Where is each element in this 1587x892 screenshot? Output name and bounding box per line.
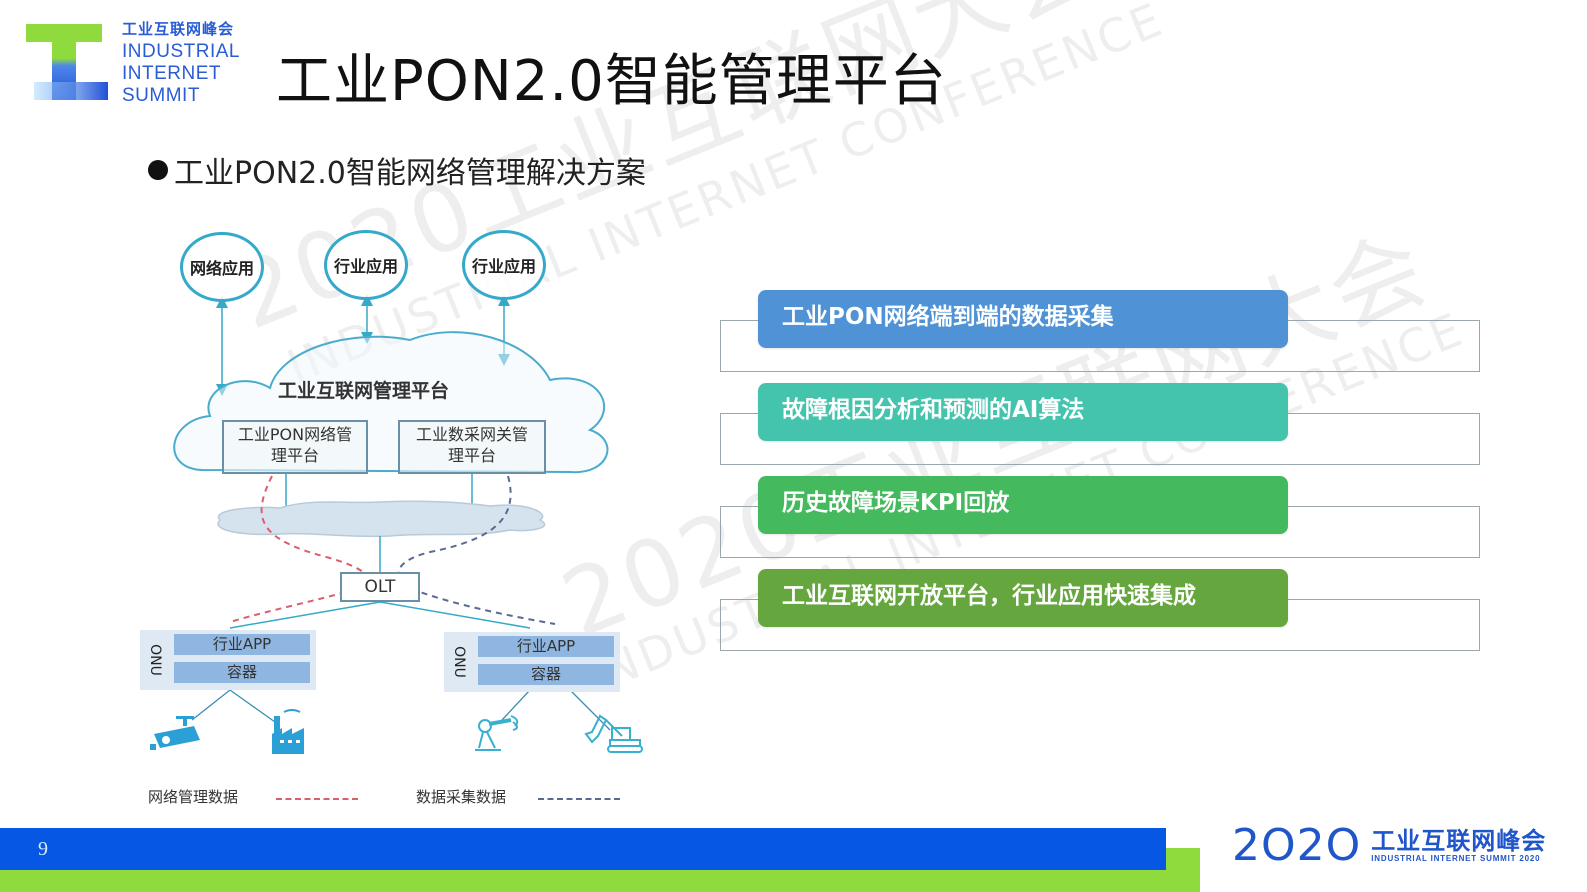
summit-logo: 工业互联网峰会 INDUSTRIAL INTERNET SUMMIT	[26, 20, 266, 110]
onu-right-label: ONU	[451, 646, 467, 678]
pon-platform-box: 工业PON网络管 理平台	[222, 420, 368, 474]
pon-platform-line1: 工业PON网络管	[237, 425, 353, 444]
onu-right-container: 容器	[478, 664, 614, 685]
logo-en-line-2: INTERNET	[122, 63, 221, 84]
legend-data-collection-line	[538, 798, 620, 800]
feature-item: 工业PON网络端到端的数据采集	[720, 290, 1480, 378]
cloud-title: 工业互联网管理平台	[278, 380, 450, 402]
legend-network-mgmt-label: 网络管理数据	[148, 788, 239, 806]
legend-data-collection-label: 数据采集数据	[416, 788, 507, 806]
logo-text: 工业互联网峰会 INDUSTRIAL INTERNET SUMMIT	[122, 22, 240, 107]
feature-pill-ai-algorithm: 故障根因分析和预测的AI算法	[758, 383, 1288, 441]
brand-text: 工业互联网峰会 INDUSTRIAL INTERNET SUMMIT 2020	[1371, 828, 1546, 863]
gateway-platform-line2: 理平台	[447, 446, 496, 465]
gateway-platform-box: 工业数采网关管 理平台	[398, 420, 546, 474]
subtitle-text: 工业PON2.0智能网络管理解决方案	[174, 156, 646, 191]
footer-green-bar	[0, 868, 1200, 892]
olt-box: OLT	[340, 572, 420, 602]
excavator-icon	[584, 714, 643, 753]
bullet-icon	[148, 160, 168, 180]
onu-left-app: 行业APP	[174, 634, 310, 655]
feature-pill-open-platform: 工业互联网开放平台，行业应用快速集成	[758, 569, 1288, 627]
app-circle-industry-2: 行业应用	[462, 230, 546, 300]
feature-pill-kpi-replay: 历史故障场景KPI回放	[758, 476, 1288, 534]
logo-en-line-3: SUMMIT	[122, 85, 200, 106]
robot-arm-icon	[475, 715, 519, 751]
architecture-diagram: 网络应用 行业应用 行业应用 工业互联网管理平台 工业PON网络管 理平台 工业…	[130, 220, 670, 820]
footer-green-tab	[1166, 848, 1200, 870]
page-number: 9	[38, 838, 48, 860]
onu-left: ONU 行业APP 容器	[140, 630, 316, 690]
brand-en: INDUSTRIAL INTERNET SUMMIT 2020	[1371, 854, 1541, 863]
subtitle: 工业PON2.0智能网络管理解决方案	[148, 148, 646, 192]
logo-en-line-1: INDUSTRIAL	[122, 41, 240, 62]
onu-left-container: 容器	[174, 662, 310, 683]
brand-year: 2O2O	[1232, 820, 1362, 871]
feature-item: 故障根因分析和预测的AI算法	[720, 383, 1480, 471]
onu-right: ONU 行业APP 容器	[444, 632, 620, 692]
footer-blue-bar	[0, 828, 1166, 870]
camera-icon	[150, 716, 200, 750]
app-circle-network: 网络应用	[180, 232, 264, 302]
page-title: 工业PON2.0智能管理平台	[276, 49, 947, 114]
brand-cn: 工业互联网峰会	[1371, 827, 1547, 855]
app-circle-industry-1: 行业应用	[324, 230, 408, 300]
feature-item: 历史故障场景KPI回放	[720, 476, 1480, 564]
pon-platform-line2: 理平台	[270, 446, 319, 465]
onu-right-app: 行业APP	[478, 636, 614, 657]
gateway-platform-line1: 工业数采网关管	[415, 425, 528, 444]
feature-item: 工业互联网开放平台，行业应用快速集成	[720, 569, 1480, 657]
factory-icon	[272, 709, 304, 754]
logo-cn: 工业互联网峰会	[122, 20, 235, 38]
onu-left-label: ONU	[147, 644, 163, 676]
logo-t-icon	[26, 24, 108, 100]
feature-pill-data-collection: 工业PON网络端到端的数据采集	[758, 290, 1288, 348]
footer-brand-logo: 2O2O 工业互联网峰会 INDUSTRIAL INTERNET SUMMIT …	[1232, 820, 1546, 871]
legend-network-mgmt-line	[276, 798, 358, 800]
